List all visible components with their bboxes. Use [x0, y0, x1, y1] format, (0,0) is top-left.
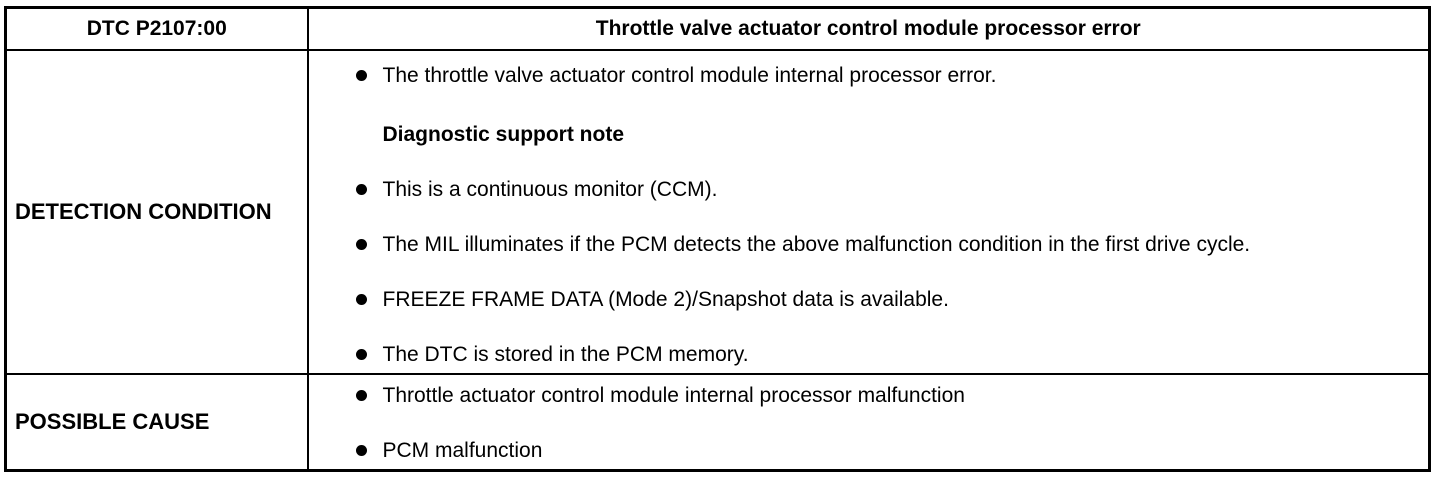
bullet-icon: [355, 70, 367, 81]
possible-cause-label: POSSIBLE CAUSE: [4, 373, 309, 472]
list-item: The DTC is stored in the PCM memory.: [309, 340, 1429, 369]
notes-list: This is a continuous monitor (CCM). The …: [309, 175, 1429, 373]
note-text: The DTC is stored in the PCM memory.: [382, 343, 749, 366]
bullet-icon: [355, 184, 367, 195]
list-item: This is a continuous monitor (CCM).: [309, 175, 1429, 204]
note-text: FREEZE FRAME DATA (Mode 2)/Snapshot data…: [382, 288, 949, 311]
bullet-icon: [355, 349, 367, 360]
note-heading: Diagnostic support note: [382, 123, 625, 146]
detection-first-item: The throttle valve actuator control modu…: [382, 64, 997, 87]
list-item: FREEZE FRAME DATA (Mode 2)/Snapshot data…: [309, 285, 1429, 314]
possible-cause-content: Throttle actuator control module interna…: [306, 373, 1431, 472]
possible-cause-row: POSSIBLE CAUSE Throttle actuator control…: [4, 373, 1431, 472]
bullet-icon: [355, 445, 367, 456]
list-item: The throttle valve actuator control modu…: [309, 61, 1429, 90]
detection-label: DETECTION CONDITION: [4, 49, 309, 375]
bullet-icon: [355, 294, 367, 305]
bullet-icon: [355, 390, 367, 401]
note-text: This is a continuous monitor (CCM).: [382, 178, 718, 201]
bullet-icon: [355, 239, 367, 250]
header-row: DTC P2107:00 Throttle valve actuator con…: [4, 6, 1431, 51]
cause-text: PCM malfunction: [382, 439, 543, 462]
list-item: PCM malfunction: [309, 436, 1429, 465]
cause-list: Throttle actuator control module interna…: [309, 375, 1429, 469]
dtc-description: Throttle valve actuator control module p…: [306, 6, 1431, 51]
dtc-code: DTC P2107:00: [4, 6, 309, 51]
list-item: The MIL illuminates if the PCM detects t…: [309, 230, 1429, 259]
list-item: Throttle actuator control module interna…: [309, 381, 1429, 410]
cause-text: Throttle actuator control module interna…: [382, 384, 965, 407]
note-text: The MIL illuminates if the PCM detects t…: [382, 233, 1251, 256]
detection-list: The throttle valve actuator control modu…: [309, 51, 1429, 94]
detection-row: DETECTION CONDITION The throttle valve a…: [4, 49, 1431, 375]
detection-content: The throttle valve actuator control modu…: [306, 49, 1431, 375]
dtc-table: DTC P2107:00 Throttle valve actuator con…: [4, 6, 1431, 472]
